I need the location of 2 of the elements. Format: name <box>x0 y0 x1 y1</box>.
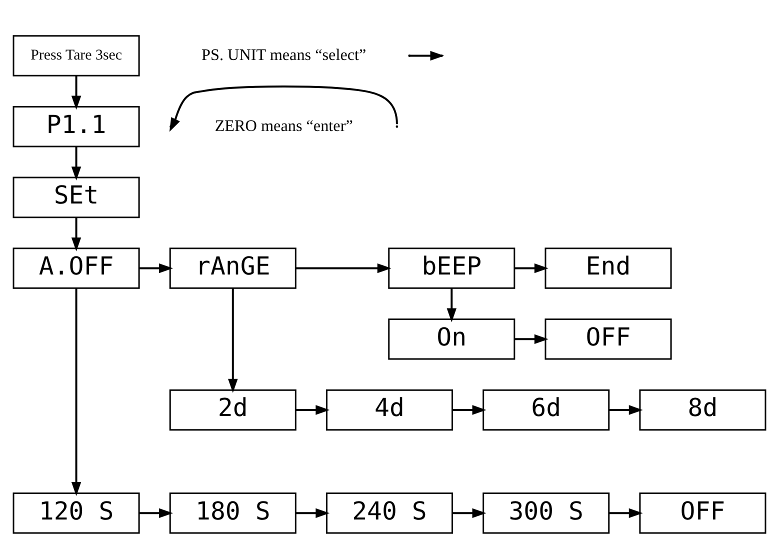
legend-label: ZERO means “enter” <box>214 118 353 135</box>
legend-label: PS. UNIT means “select” <box>202 46 366 64</box>
